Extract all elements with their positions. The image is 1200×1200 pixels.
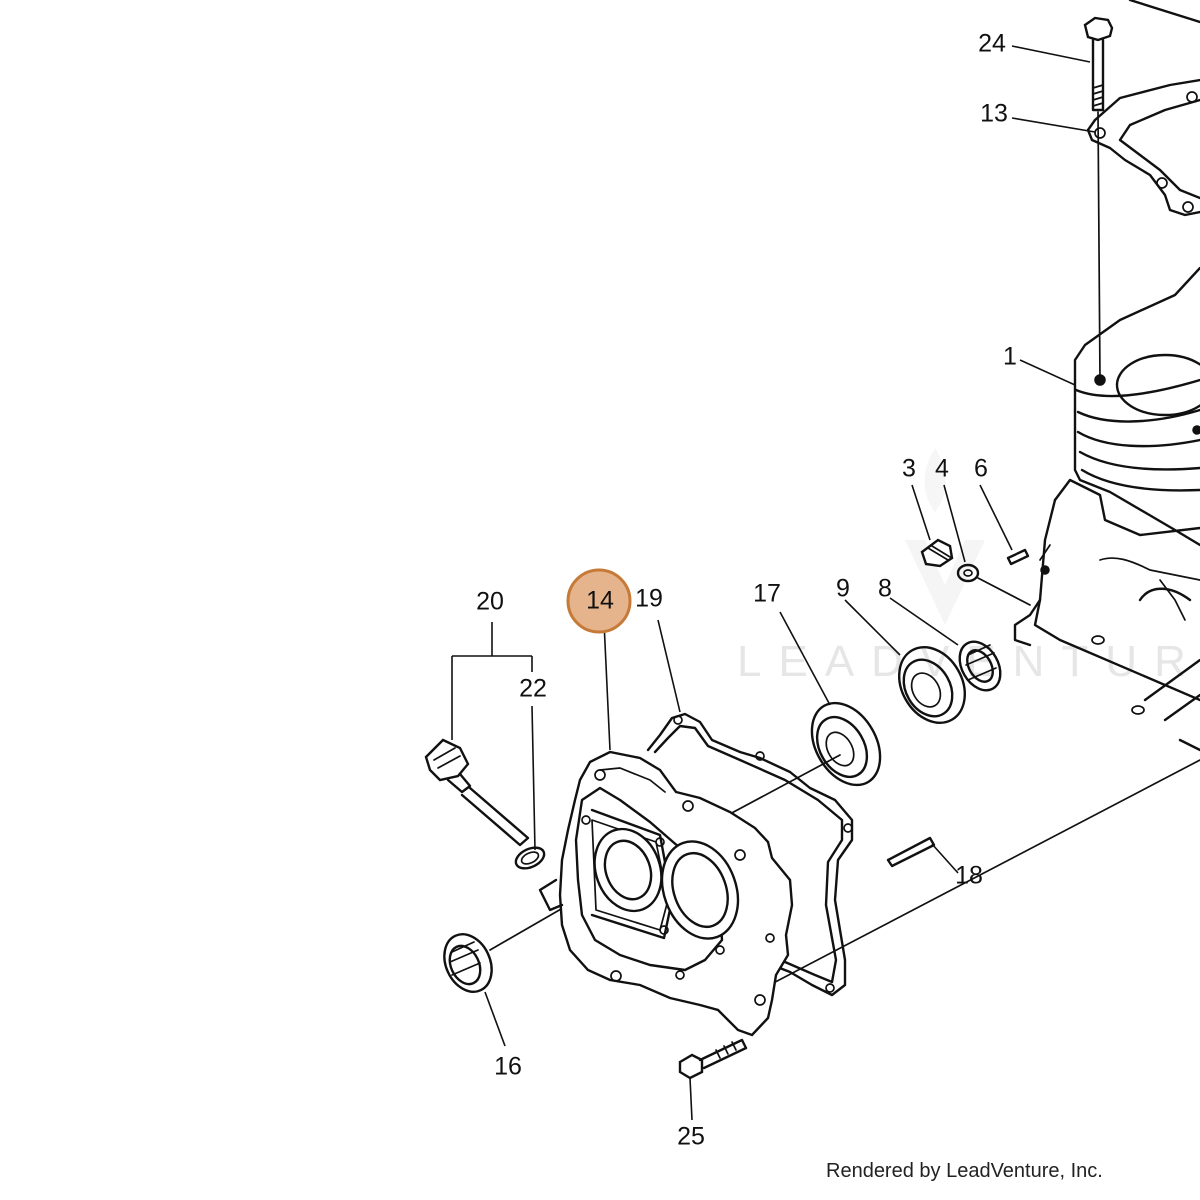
callout-14-highlight (566, 568, 632, 634)
crank-oil-seal (958, 640, 1002, 692)
callout-24[interactable]: 24 (978, 30, 1006, 58)
cover-gasket (646, 712, 854, 997)
washer (956, 563, 1031, 606)
head-bolt (1083, 16, 1114, 381)
dowel-pin (1006, 548, 1030, 566)
main-bearing-9 (898, 646, 966, 724)
leader-18 (931, 843, 959, 874)
leader-6 (979, 484, 1013, 551)
main-bearing-17 (810, 701, 882, 787)
o-ring (514, 846, 546, 870)
crankcase-cover (538, 750, 794, 1037)
watermark: LEADVENTURE (737, 448, 1200, 686)
leader-20 (451, 622, 532, 740)
leader-8 (889, 597, 959, 646)
leader-22 (531, 656, 536, 851)
dipstick (424, 738, 530, 847)
leader-4 (943, 484, 966, 563)
callout-18[interactable]: 18 (955, 862, 983, 890)
leader-16 (484, 991, 506, 1047)
drain-plug (920, 538, 954, 568)
callout-14[interactable]: 14 (586, 587, 614, 615)
frame-edge (1128, 0, 1200, 24)
leader-25 (689, 1077, 693, 1121)
callout-3[interactable]: 3 (902, 455, 916, 483)
head-gasket (1086, 78, 1200, 217)
callout-13[interactable]: 13 (980, 100, 1008, 128)
leader-3 (911, 484, 931, 541)
callout-17[interactable]: 17 (753, 580, 781, 608)
leader-24 (1011, 45, 1091, 63)
leader-lines (451, 45, 1096, 1121)
callout-25[interactable]: 25 (677, 1123, 705, 1151)
cover-bolt (678, 1038, 748, 1080)
callout-6[interactable]: 6 (974, 455, 988, 483)
leader-9 (844, 599, 901, 656)
callouts: 24 13 1 3 4 6 8 9 17 19 14 20 22 18 16 2… (476, 30, 1017, 1151)
leader-13 (1011, 117, 1096, 133)
dowel-18 (886, 836, 936, 868)
render-credit: Rendered by LeadVenture, Inc. (826, 1160, 1103, 1182)
leader-14 (603, 621, 611, 751)
callout-20[interactable]: 20 (476, 588, 504, 616)
callout-16[interactable]: 16 (494, 1053, 522, 1081)
cover-oil-seal (443, 933, 493, 993)
callout-1[interactable]: 1 (1003, 343, 1017, 371)
callout-19[interactable]: 19 (635, 585, 663, 613)
callout-8[interactable]: 8 (878, 575, 892, 603)
callout-22[interactable]: 22 (519, 675, 547, 703)
leader-17 (779, 611, 831, 706)
leader-19 (657, 619, 681, 713)
leader-1 (1019, 359, 1076, 386)
callout-4[interactable]: 4 (935, 455, 949, 483)
callout-9[interactable]: 9 (836, 575, 850, 603)
watermark-text: LEADVENTURE (737, 637, 1200, 686)
